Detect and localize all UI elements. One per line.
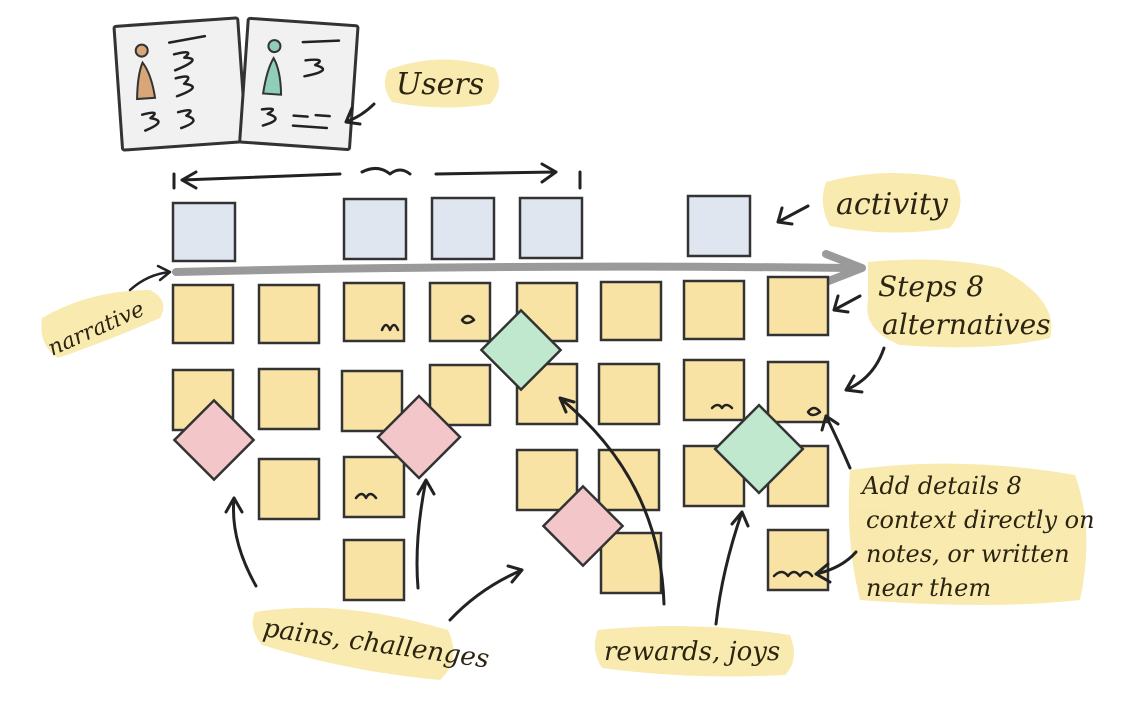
- steps-arrow-2: [844, 346, 886, 394]
- persona-card-1: [112, 16, 248, 152]
- span-arrow: [172, 162, 582, 190]
- highlight-narrative: [41, 290, 164, 358]
- step-note: [428, 363, 492, 427]
- persona-1-scribbles: [140, 34, 207, 132]
- step-note: [171, 283, 235, 345]
- highlight-details: [848, 463, 1087, 605]
- label-highlights: [41, 59, 1087, 680]
- pain-note: [541, 484, 625, 568]
- narrative-arrow: [172, 262, 854, 276]
- steps-label-line1: Steps 8: [878, 270, 984, 303]
- persona-1-head: [134, 43, 149, 58]
- persona-card-2-frame: [238, 16, 360, 151]
- activity-note: [518, 196, 584, 260]
- persona-2-scribbles: [260, 39, 341, 130]
- step-note: [682, 358, 746, 422]
- users-arrow: [344, 102, 376, 126]
- note-scribbles: [354, 314, 822, 578]
- rewards-label: rewards, joys: [604, 637, 780, 667]
- scribble: [460, 314, 476, 325]
- scribble: [710, 403, 734, 410]
- steps-arrow-1: [832, 294, 862, 314]
- step-note: [599, 531, 663, 595]
- step-note: [599, 280, 663, 342]
- step-note: [597, 362, 661, 426]
- persona-card-2: [238, 16, 360, 151]
- activity-note: [430, 196, 496, 261]
- rewards-arrow-2: [714, 510, 750, 626]
- scribble: [806, 406, 822, 417]
- narrative-pointer: [128, 264, 172, 292]
- step-note: [342, 455, 406, 519]
- activity-note: [342, 197, 408, 261]
- pain-notes: [172, 394, 625, 568]
- details-arrow-2: [814, 550, 858, 584]
- step-note: [515, 448, 579, 512]
- rewards-arrow-1: [558, 396, 666, 606]
- persona-1-body: [136, 60, 157, 101]
- reward-notes: [479, 308, 805, 495]
- scribble: [772, 570, 814, 578]
- narrative-arrowhead: [822, 250, 866, 286]
- details-label-line3: notes, or written: [866, 540, 1070, 568]
- persona-2-body: [261, 56, 283, 96]
- step-notes: [171, 275, 830, 602]
- steps-label-line2: alternatives: [882, 308, 1051, 341]
- pain-note: [376, 394, 462, 480]
- activity-note: [686, 194, 752, 258]
- step-note: [257, 457, 321, 521]
- details-arrow-1: [820, 414, 852, 470]
- step-note: [428, 281, 492, 343]
- highlight-pains: [252, 607, 454, 680]
- highlight-rewards: [594, 626, 794, 677]
- step-note: [766, 275, 830, 337]
- persona-card-1-frame: [112, 16, 248, 152]
- reward-note: [479, 308, 563, 392]
- activity-notes: [171, 194, 752, 263]
- scribble: [380, 323, 400, 332]
- persona-2-head: [267, 39, 282, 54]
- highlight-steps: [867, 259, 1052, 348]
- activity-arrow: [776, 204, 810, 226]
- step-note: [682, 279, 746, 341]
- activity-label: activity: [836, 187, 949, 222]
- pains-arrow-2: [415, 478, 436, 590]
- reward-note: [713, 403, 805, 495]
- step-note: [342, 538, 406, 602]
- step-note: [766, 528, 830, 592]
- activity-note: [171, 201, 237, 263]
- step-note: [257, 367, 321, 431]
- pains-arrow-1: [224, 496, 258, 588]
- step-note: [257, 283, 321, 345]
- step-note: [340, 369, 404, 433]
- highlight-activity: [822, 172, 961, 233]
- highlight-users: [384, 59, 499, 108]
- details-label-line2: context directly on: [866, 506, 1095, 534]
- step-note: [342, 281, 406, 343]
- users-label: Users: [396, 67, 484, 102]
- pains-arrow-3: [448, 564, 524, 622]
- scribble: [354, 492, 378, 500]
- details-label-line1: Add details 8: [860, 472, 1022, 500]
- pain-note: [172, 398, 256, 482]
- details-label-line4: near them: [866, 574, 991, 602]
